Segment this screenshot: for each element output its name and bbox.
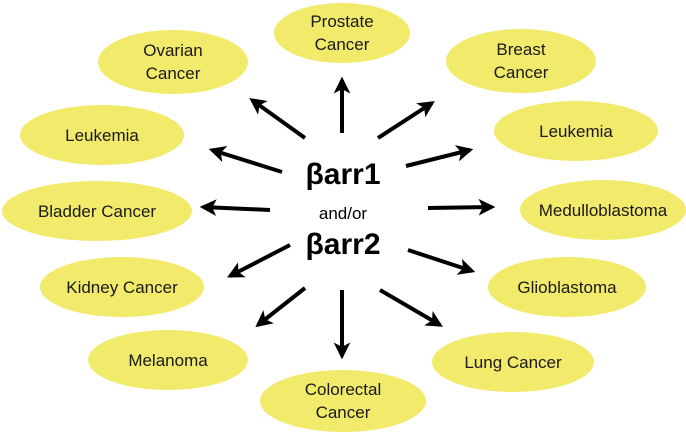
node-glioblastoma: Glioblastoma xyxy=(488,257,646,317)
node-text: Melanoma xyxy=(128,350,208,370)
arrow-to-melanoma xyxy=(255,286,307,328)
node-medulloblastoma: Medulloblastoma xyxy=(520,180,686,240)
arrow-to-leukemia-right xyxy=(405,145,474,168)
node-text: Leukemia xyxy=(539,121,613,141)
arrow-to-lung xyxy=(378,288,443,327)
arrow-to-kidney xyxy=(227,243,291,278)
node-text: Leukemia xyxy=(65,125,139,145)
node-text: Glioblastoma xyxy=(517,277,617,297)
node-text: Cancer xyxy=(314,35,370,54)
arrow-to-medulloblastoma xyxy=(427,198,496,216)
arrow-to-glioblastoma xyxy=(407,248,476,275)
node-bladder-cancer: Bladder Cancer xyxy=(2,181,192,241)
node-text: Lung Cancer xyxy=(464,352,562,372)
center-label-barr1: βarr1 xyxy=(305,158,381,191)
node-text: Colorectal xyxy=(304,380,382,399)
arrow-to-ovarian xyxy=(249,98,307,140)
center-label-andor: and/or xyxy=(318,204,368,223)
node-text: Cancer xyxy=(145,64,201,83)
node-lung-cancer: Lung Cancer xyxy=(432,332,594,392)
node-leukemia-right: Leukemia xyxy=(494,101,658,161)
node-leukemia-left: Leukemia xyxy=(20,105,184,165)
node-text: Cancer xyxy=(493,63,549,82)
arrow-to-bladder xyxy=(199,199,271,216)
arrow-to-leukemia-left xyxy=(208,146,283,174)
node-melanoma: Melanoma xyxy=(88,330,248,390)
node-text: Ovarian xyxy=(143,41,203,60)
node-text: Kidney Cancer xyxy=(66,277,178,297)
arrow-to-breast xyxy=(376,101,435,140)
node-text: Prostate xyxy=(310,12,374,31)
node-text: Breast xyxy=(496,40,546,59)
node-text: Medulloblastoma xyxy=(538,200,668,220)
node-text: Cancer xyxy=(315,403,371,422)
node-text: Bladder Cancer xyxy=(37,201,157,221)
node-kidney-cancer: Kidney Cancer xyxy=(40,257,204,317)
center-label-barr2: βarr2 xyxy=(305,228,381,261)
